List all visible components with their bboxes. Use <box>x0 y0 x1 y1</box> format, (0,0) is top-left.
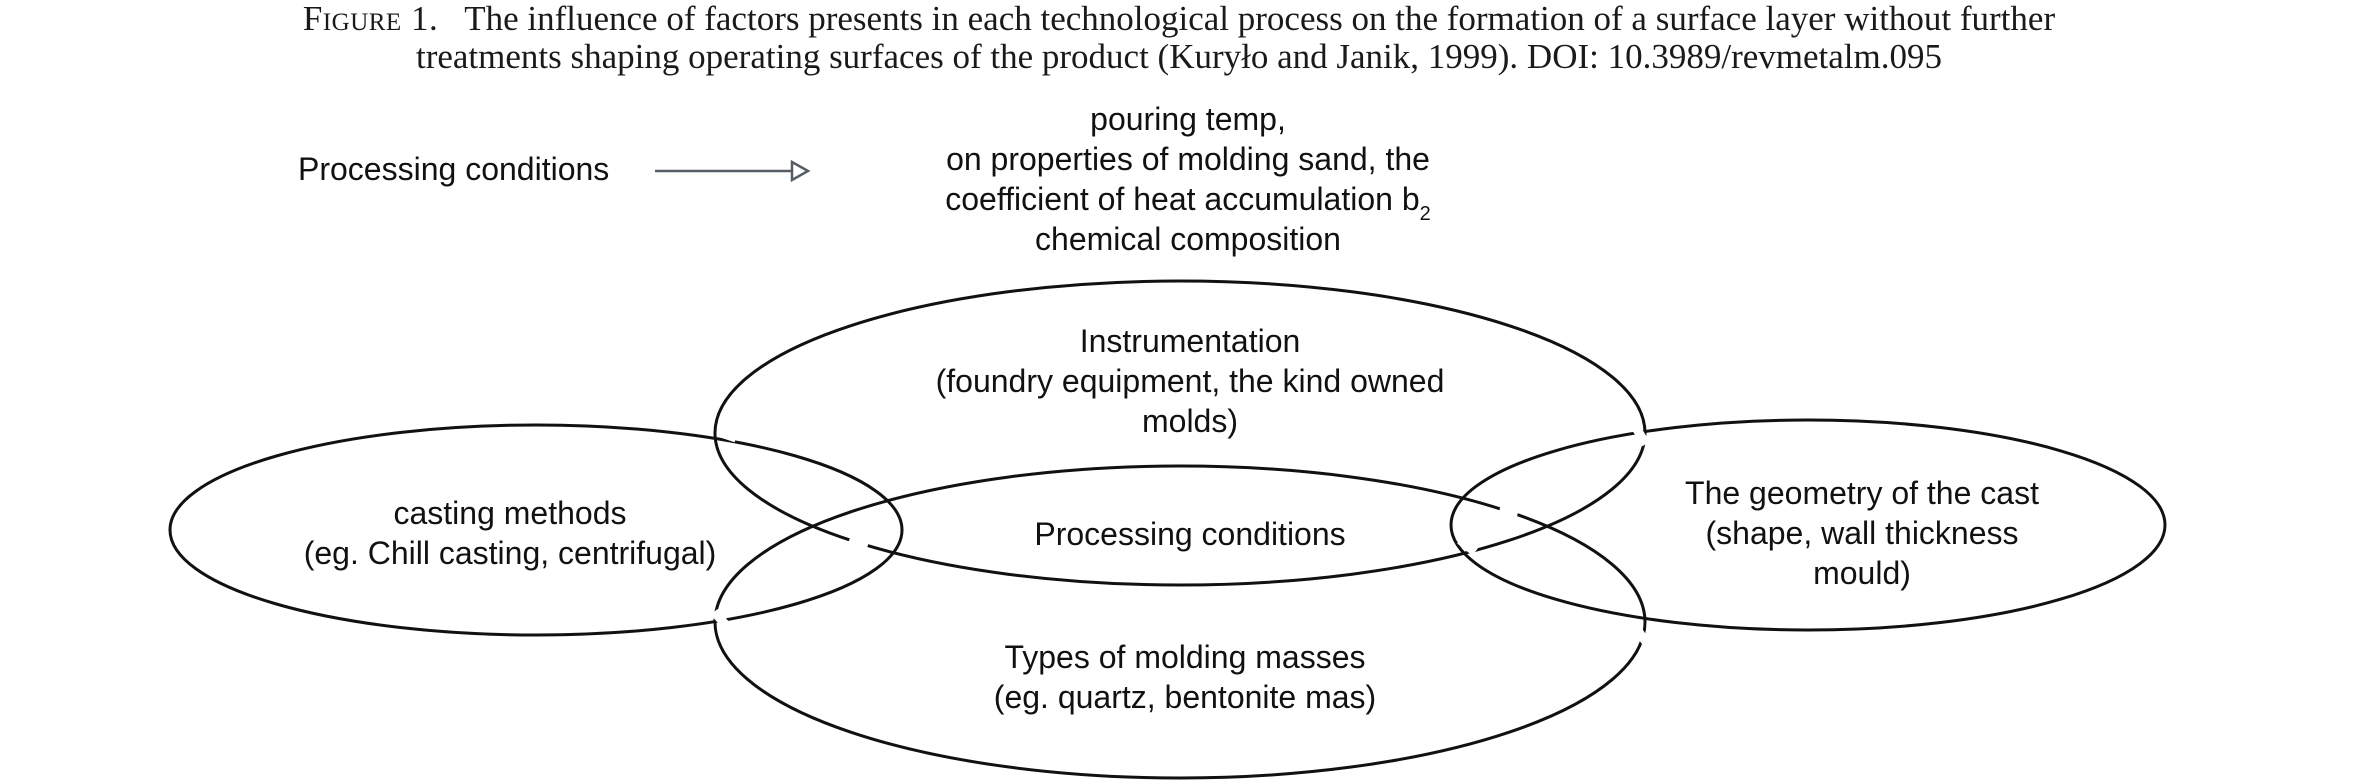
ellipse-geometry <box>1449 418 2167 632</box>
ellipse-molding-masses <box>713 464 1647 780</box>
arrow-right-icon <box>655 159 811 183</box>
top-note-line-2: on properties of molding sand, the <box>946 141 1430 177</box>
molding-line-1: Types of molding masses <box>1004 639 1365 675</box>
caption-line-2: treatments shaping operating surfaces of… <box>415 37 1942 76</box>
figure-caption: Figure 1. The influence of factors presen… <box>40 0 2318 76</box>
caption-text-1: The influence of factors presents in eac… <box>464 0 2056 38</box>
center-label: Processing conditions <box>1034 516 1345 552</box>
crossing-gaps <box>710 425 1650 645</box>
casting-line-1: casting methods <box>393 495 626 531</box>
top-note-line-1: pouring temp, <box>1090 101 1286 137</box>
casting-methods-text: casting methods (eg. Chill casting, cent… <box>304 495 717 571</box>
figure-label: Figure 1. <box>302 0 439 38</box>
top-note-subscript: 2 <box>1420 203 1431 225</box>
instrumentation-line-1: Instrumentation <box>1080 323 1301 359</box>
instrumentation-line-3: molds) <box>1142 403 1238 439</box>
instrumentation-line-2: (foundry equipment, the kind owned <box>936 363 1445 399</box>
molding-line-2: (eg. quartz, bentonite mas) <box>994 679 1376 715</box>
legend-label: Processing conditions <box>298 151 609 187</box>
molding-masses-text: Types of molding masses (eg. quartz, ben… <box>994 639 1376 715</box>
caption-line-1: Figure 1. The influence of factors presen… <box>40 0 2318 38</box>
ellipse-casting-methods <box>168 423 904 637</box>
geometry-line-2: (shape, wall thickness <box>1705 515 2018 551</box>
top-note-line-3-text: coefficient of heat accumulation b <box>945 181 1419 217</box>
top-note-line-4: chemical composition <box>1035 221 1341 257</box>
casting-line-2: (eg. Chill casting, centrifugal) <box>304 535 717 571</box>
instrumentation-text: Instrumentation (foundry equipment, the … <box>936 323 1445 439</box>
geometry-line-1: The geometry of the cast <box>1685 475 2039 511</box>
top-note-line-3: coefficient of heat accumulation b2 <box>945 181 1431 225</box>
top-note: pouring temp, on properties of molding s… <box>945 101 1431 257</box>
geometry-line-3: mould) <box>1813 555 1911 591</box>
geometry-text: The geometry of the cast (shape, wall th… <box>1685 475 2039 591</box>
